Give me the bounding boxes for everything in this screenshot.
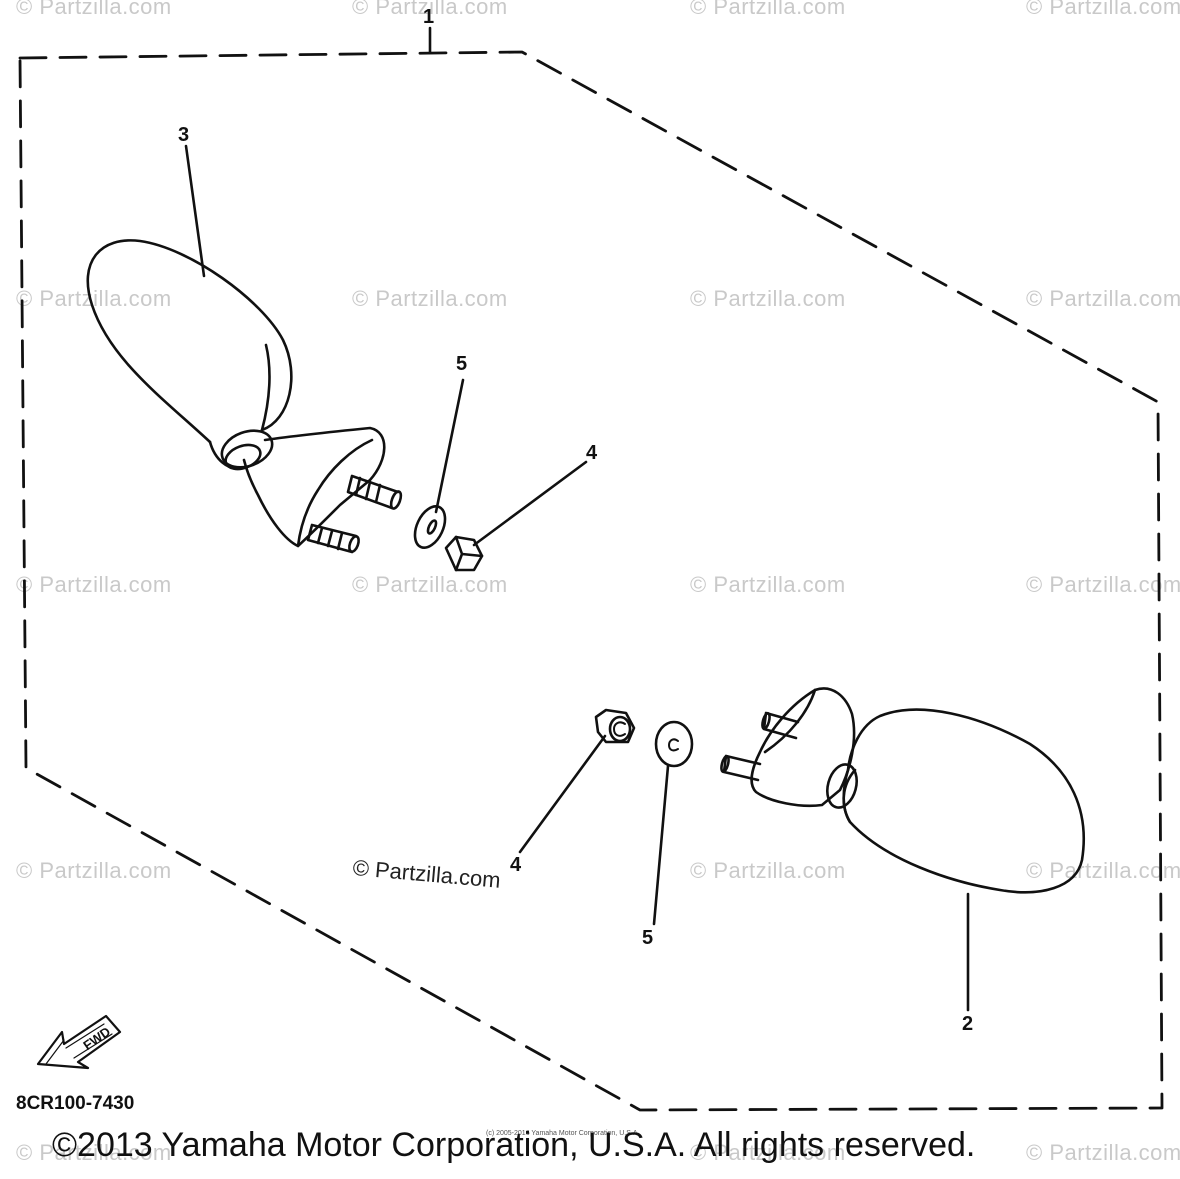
watermark: © Partzilla.com bbox=[16, 858, 172, 883]
callout-mirror-right: 2 bbox=[962, 1013, 974, 1035]
washer-right bbox=[652, 720, 694, 926]
callout-assembly: 1 bbox=[423, 6, 435, 28]
callout-washer-left: 5 bbox=[456, 353, 468, 375]
watermark: © Partzilla.com bbox=[690, 572, 846, 597]
fwd-arrow-icon bbox=[36, 1014, 122, 1070]
watermark: © Partzilla.com bbox=[16, 572, 172, 597]
washer-left bbox=[413, 378, 465, 549]
fine-print: (c) 2005-2016 Yamaha Motor Corporation, … bbox=[486, 1130, 640, 1137]
mirror-left bbox=[86, 144, 403, 554]
watermark: © Partzilla.com bbox=[690, 1140, 846, 1165]
nut-left bbox=[444, 460, 588, 572]
watermark: © Partzilla.com bbox=[1026, 0, 1180, 19]
watermark: © Partzilla.com bbox=[352, 286, 508, 311]
watermark: © Partzilla.com bbox=[1026, 1140, 1180, 1165]
watermark: © Partzilla.com bbox=[690, 0, 846, 19]
watermark: © Partzilla.com bbox=[1026, 858, 1180, 883]
watermark: © Partzilla.com bbox=[1026, 286, 1180, 311]
watermark: © Partzilla.com bbox=[16, 0, 172, 19]
watermark: © Partzilla.com bbox=[690, 858, 846, 883]
watermark: © Partzilla.com bbox=[16, 1140, 172, 1165]
callout-nut-left: 4 bbox=[586, 442, 598, 464]
callout-washer-right: 5 bbox=[642, 927, 654, 949]
diagram-code: 8CR100-7430 bbox=[16, 1093, 135, 1114]
watermark: © Partzilla.com bbox=[352, 0, 508, 19]
callout-mirror-left: 3 bbox=[178, 124, 190, 146]
watermark: © Partzilla.com bbox=[1026, 572, 1180, 597]
callout-nut-right: 4 bbox=[510, 854, 522, 876]
nut-right bbox=[518, 708, 636, 854]
copyright-notice: ©2013 Yamaha Motor Corporation, U.S.A. A… bbox=[52, 1126, 976, 1164]
mirror-right bbox=[720, 687, 1086, 1012]
assembly-boundary bbox=[18, 50, 1164, 1112]
watermark: © Partzilla.com bbox=[690, 286, 846, 311]
watermark: © Partzilla.com bbox=[352, 572, 508, 597]
